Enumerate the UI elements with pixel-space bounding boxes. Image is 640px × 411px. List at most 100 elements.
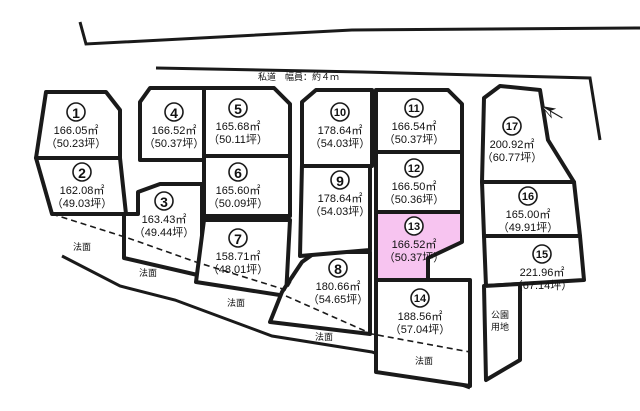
lot-number-circle [330, 170, 350, 190]
lot-number: 15 [536, 249, 548, 261]
lot-polygons [34, 84, 586, 388]
lot-area-tsubo: （49.03坪） [52, 197, 113, 210]
lot-number-circle [404, 216, 424, 236]
lot-number: 11 [408, 103, 420, 115]
lot-10-label: 10 178.64㎡（54.03坪） [310, 102, 371, 150]
lot-6-label: 6 165.60㎡（50.09坪） [208, 162, 269, 210]
lot-number-circle [228, 98, 248, 118]
lot-11-shape [374, 88, 464, 154]
slope-boundaries [51, 213, 471, 353]
lot-area-m2: 166.52㎡ [392, 238, 437, 251]
lot-number-circle [66, 102, 86, 122]
lot-number: 2 [78, 165, 86, 181]
lot-number: 17 [506, 121, 518, 133]
lot-area-tsubo: （60.77坪） [482, 151, 543, 164]
lot-11-label: 11 166.54㎡（50.37坪） [384, 98, 445, 146]
lot-13-label: 13 166.52㎡（50.37坪） [384, 216, 445, 264]
road-north-edge [78, 21, 640, 46]
lot-area-tsubo: （50.23坪） [46, 137, 107, 150]
lot-area-m2: 165.68㎡ [216, 120, 261, 133]
lot-number-circle [532, 244, 552, 264]
lot-area-m2: 178.64㎡ [318, 124, 363, 137]
lot-3-shape [122, 182, 204, 278]
lot-area-m2: 158.71㎡ [216, 250, 261, 263]
lot-area-m2: 180.66㎡ [316, 280, 361, 293]
lot-number-circle [228, 162, 248, 182]
lot-number-circle [404, 158, 424, 178]
park-label-line2: 用地 [491, 321, 509, 332]
lot-area-m2: 163.43㎡ [142, 213, 187, 226]
lot-number: 1 [72, 105, 80, 121]
lot-area-tsubo: （50.09坪） [208, 197, 269, 210]
lot-area-tsubo: （54.03坪） [310, 137, 371, 150]
lot-number-circle [410, 288, 430, 308]
lot-number-circle [330, 102, 350, 122]
lot-area-tsubo: （67.14坪） [512, 279, 573, 292]
lot-6-shape [202, 154, 292, 218]
lot-number: 10 [334, 107, 346, 119]
lot-14-shape [374, 278, 472, 388]
lot-16-label: 16 165.00㎡（49.91坪） [498, 186, 559, 234]
lot-area-tsubo: （50.37坪） [384, 251, 445, 264]
lot-area-tsubo: （50.11坪） [208, 133, 268, 146]
slope-labels: 法面 法面 法面 法面 法面 [73, 241, 433, 366]
lot-area-tsubo: （49.91坪） [498, 221, 559, 234]
lot-5-label: 5 165.68㎡（50.11坪） [208, 98, 268, 146]
lot-8-label: 8 180.66㎡（54.65坪） [308, 258, 369, 306]
lot-area-m2: 166.50㎡ [392, 180, 437, 193]
lot-area-m2: 165.60㎡ [216, 184, 261, 197]
lot-10-shape [300, 88, 374, 168]
lot-1-shape [34, 90, 122, 160]
lot-2-label: 2 162.08㎡（49.03坪） [52, 162, 113, 210]
lot-area-m2: 200.92㎡ [490, 138, 535, 151]
lot-4-shape [138, 86, 206, 162]
slope-label: 法面 [227, 297, 245, 308]
slope-label: 法面 [315, 331, 333, 342]
lot-number: 7 [234, 231, 242, 247]
lot-17-label: 17 200.92㎡（60.77坪） [482, 116, 543, 164]
lot-number: 16 [522, 191, 534, 203]
slope-line-south [285, 295, 471, 353]
lot-5-shape [202, 86, 292, 158]
north-arrow-icon [541, 105, 563, 119]
park-land-shape [482, 282, 522, 382]
lot-number-circle [164, 102, 184, 122]
lot-number: 3 [160, 194, 168, 210]
lot-area-tsubo: （50.37坪） [384, 133, 445, 146]
lot-number: 8 [334, 261, 342, 277]
lot-number-circle [502, 116, 522, 136]
lot-area-tsubo: （57.04坪） [390, 323, 451, 336]
lot-area-m2: 162.08㎡ [60, 184, 105, 197]
lot-area-tsubo: （48.01坪） [208, 263, 269, 276]
slope-line-west [51, 213, 303, 291]
slope-label: 法面 [73, 241, 91, 252]
lot-area-m2: 166.52㎡ [152, 124, 197, 137]
lot-area-tsubo: （54.65坪） [308, 293, 369, 306]
lot-number: 14 [414, 293, 427, 305]
lot-number-circle [328, 258, 348, 278]
lot-number-circle [72, 162, 92, 182]
lot-number: 13 [408, 221, 420, 233]
road-south-edge [155, 66, 602, 141]
lot-area-m2: 166.54㎡ [392, 120, 437, 133]
road-label: 私道 幅員：約４ｍ [258, 71, 339, 82]
lot-7-label: 7 158.71㎡（48.01坪） [208, 228, 269, 276]
lot-17-shape [480, 84, 576, 184]
lot-number: 9 [336, 173, 344, 189]
lot-number: 12 [408, 163, 420, 175]
lot-area-m2: 165.00㎡ [506, 208, 551, 221]
slope-label: 法面 [415, 355, 433, 366]
lot-number-circle [518, 186, 538, 206]
slope-label: 法面 [139, 267, 157, 278]
lot-area-m2: 178.64㎡ [318, 192, 363, 205]
lot-number: 5 [234, 101, 242, 117]
lot-number-circle [228, 228, 248, 248]
lot-number: 6 [234, 165, 242, 181]
